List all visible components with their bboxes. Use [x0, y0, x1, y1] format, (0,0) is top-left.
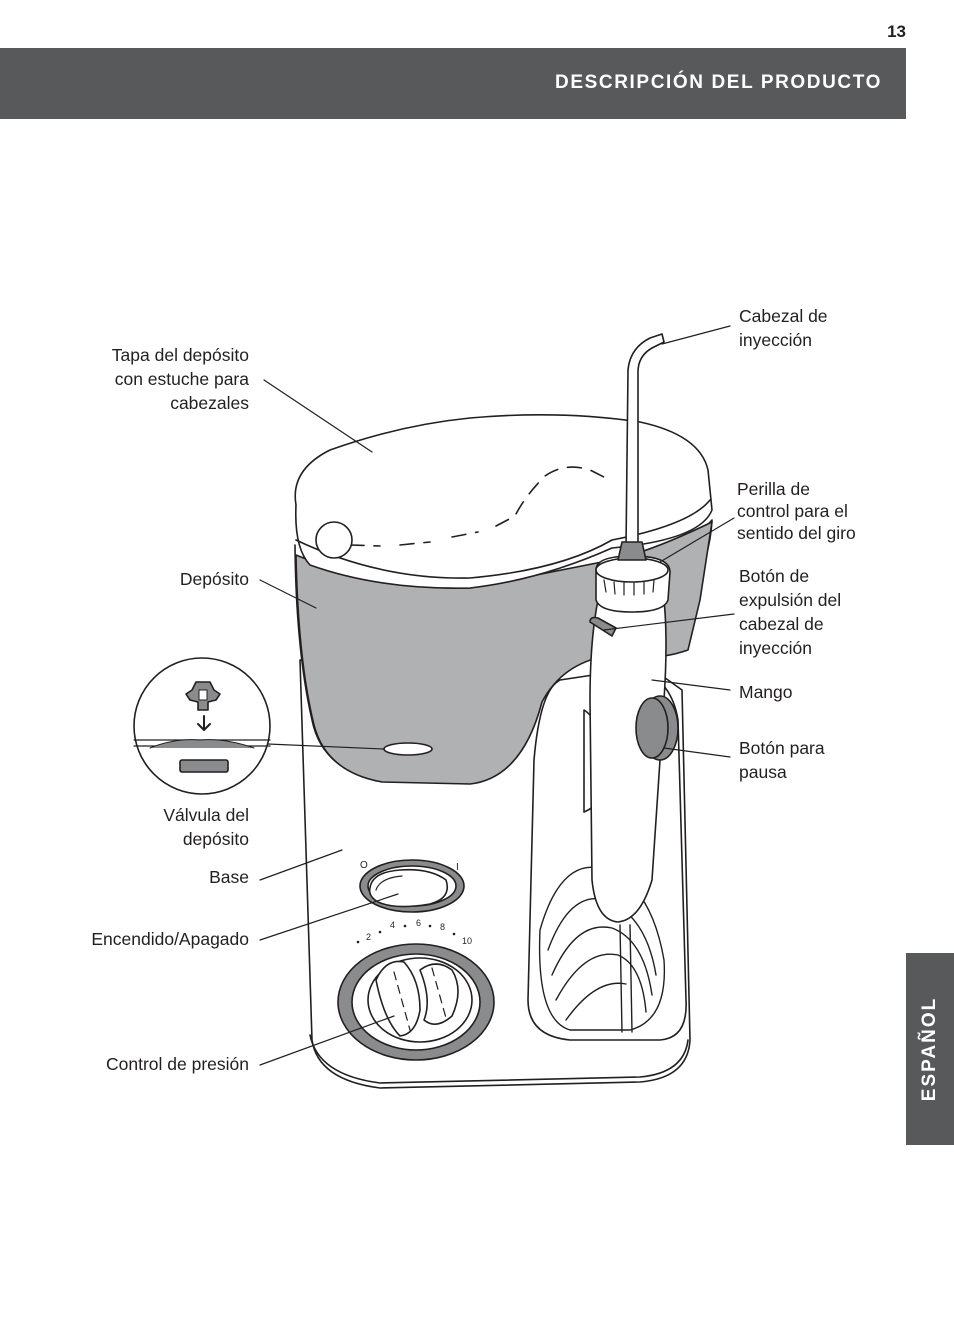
jet-tip: [625, 333, 665, 549]
tick-10: 10: [462, 936, 472, 946]
pressure-dial-grip: [375, 960, 421, 1037]
section-header: DESCRIPCIÓN DEL PRODUCTO: [0, 48, 906, 119]
tick-2: 2: [366, 932, 371, 942]
lid-edge: [295, 499, 711, 579]
switch-off-mark: O: [360, 860, 368, 871]
label-control-presion: Control de presión: [106, 1054, 249, 1074]
leader-lines: [259, 325, 735, 1066]
base-bottom-band: [309, 1034, 689, 1084]
switch-on-mark: I: [456, 862, 459, 873]
tick-8: 8: [440, 922, 445, 932]
label-boton-pausa: Botón para pausa: [739, 738, 825, 782]
label-mango: Mango: [739, 682, 793, 702]
valve-window: [383, 742, 433, 756]
section-title: DESCRIPCIÓN DEL PRODUCTO: [555, 72, 882, 93]
label-valvula: Válvula del depósito: [163, 805, 249, 849]
label-boton-expulsion: Botón de expulsión del cabezal de inyecc…: [739, 566, 842, 658]
label-tapa-deposito: Tapa del depósito con estuche para cabez…: [111, 345, 249, 413]
pause-button: [635, 697, 669, 759]
page-number: 13: [887, 22, 906, 41]
pressure-ticks: 2 4 6 8 10: [356, 918, 472, 946]
handle: [589, 599, 667, 923]
language-tab[interactable]: ESPAÑOL: [906, 953, 954, 1145]
label-perilla: Perilla de control para el sentido del g…: [737, 479, 856, 543]
tick-6: 6: [416, 918, 421, 928]
label-cabezal: Cabezal de inyección: [739, 306, 828, 350]
label-base: Base: [209, 867, 249, 887]
jet-tip-collar: [617, 541, 647, 561]
lid-button: [315, 521, 353, 559]
power-switch-button: [368, 868, 449, 908]
tick-4: 4: [390, 920, 395, 930]
label-deposito: Depósito: [179, 569, 249, 589]
label-encendido: Encendido/Apagado: [91, 929, 249, 949]
valve-detail-inset: [133, 657, 271, 795]
valve-detail-content: [133, 681, 271, 773]
eject-button: [589, 616, 617, 637]
down-arrow-icon: [197, 715, 211, 731]
